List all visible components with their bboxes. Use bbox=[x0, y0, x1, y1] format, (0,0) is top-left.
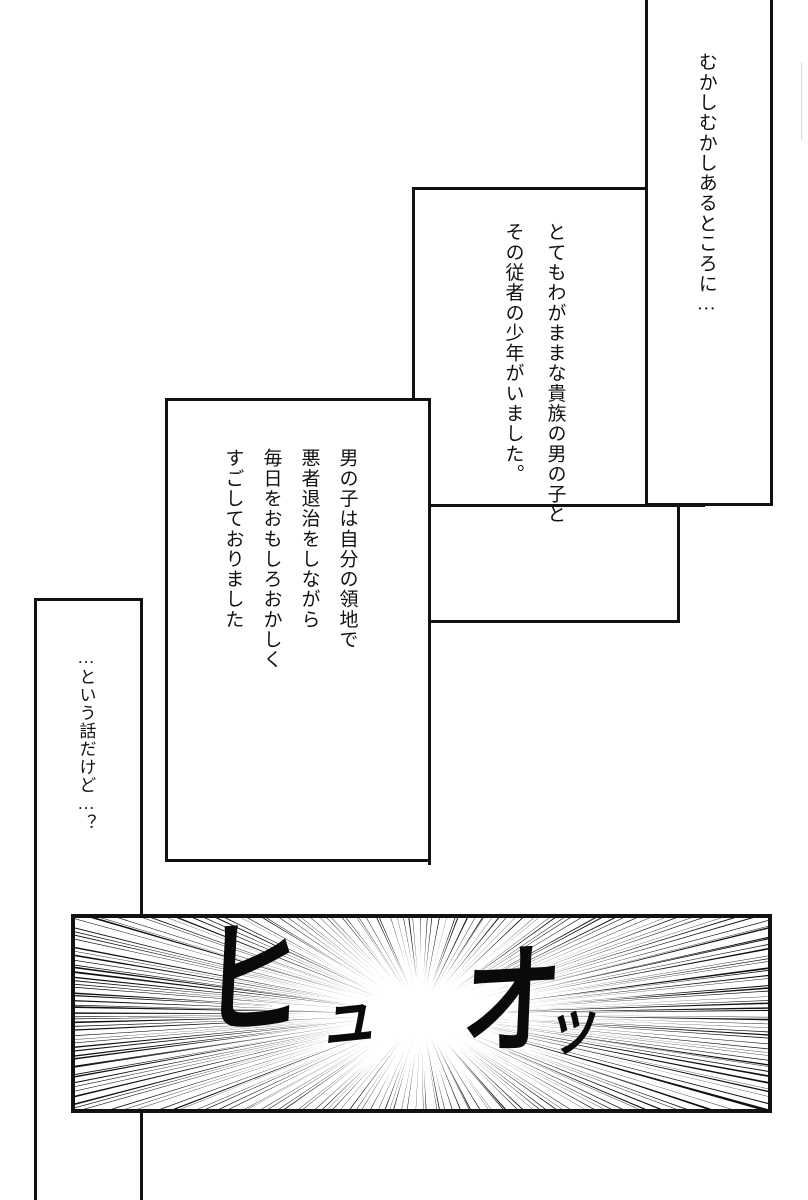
panel-4-caption: …という話だけど…？ bbox=[76, 648, 96, 833]
panel-3-outer-right-rule bbox=[677, 504, 680, 623]
panel-2-step-rule bbox=[645, 504, 705, 507]
panel-2-right-rule bbox=[645, 187, 648, 507]
sfx-glyph-yu: ュ bbox=[319, 974, 383, 1060]
sfx-glyph-small-tsu: ッ bbox=[544, 987, 606, 1065]
speed-lines-graphic bbox=[75, 918, 768, 1109]
panel-5-burst-frame bbox=[71, 914, 772, 1113]
scan-artifact bbox=[801, 62, 802, 140]
panel-2-frame bbox=[412, 187, 648, 507]
panel-2-caption-line-2: その従者の少年がいました。 bbox=[502, 222, 524, 484]
panel-2-caption-line-1: とてもわがままな貴族の男の子と bbox=[544, 222, 566, 525]
panel-3-caption-line-2: 悪者退治をしながら bbox=[298, 448, 320, 630]
sfx-glyph-hi: ヒ bbox=[196, 901, 308, 1059]
panel-3-right-rule-upper bbox=[428, 398, 431, 623]
panel-1-caption: むかしむかしあるところに… bbox=[695, 52, 717, 316]
panel-3-caption-line-3: 毎日をおもしろおかしく bbox=[260, 448, 282, 670]
panel-3-step-rule bbox=[428, 620, 680, 623]
panel-3-caption-line-4: すごしておりました bbox=[222, 448, 244, 630]
panel-1-frame bbox=[645, 0, 773, 506]
panel-3-caption-line-1: 男の子は自分の領地で bbox=[336, 448, 358, 650]
panel-3-frame bbox=[165, 398, 431, 862]
panel-3-right-rule-lower bbox=[428, 620, 431, 865]
